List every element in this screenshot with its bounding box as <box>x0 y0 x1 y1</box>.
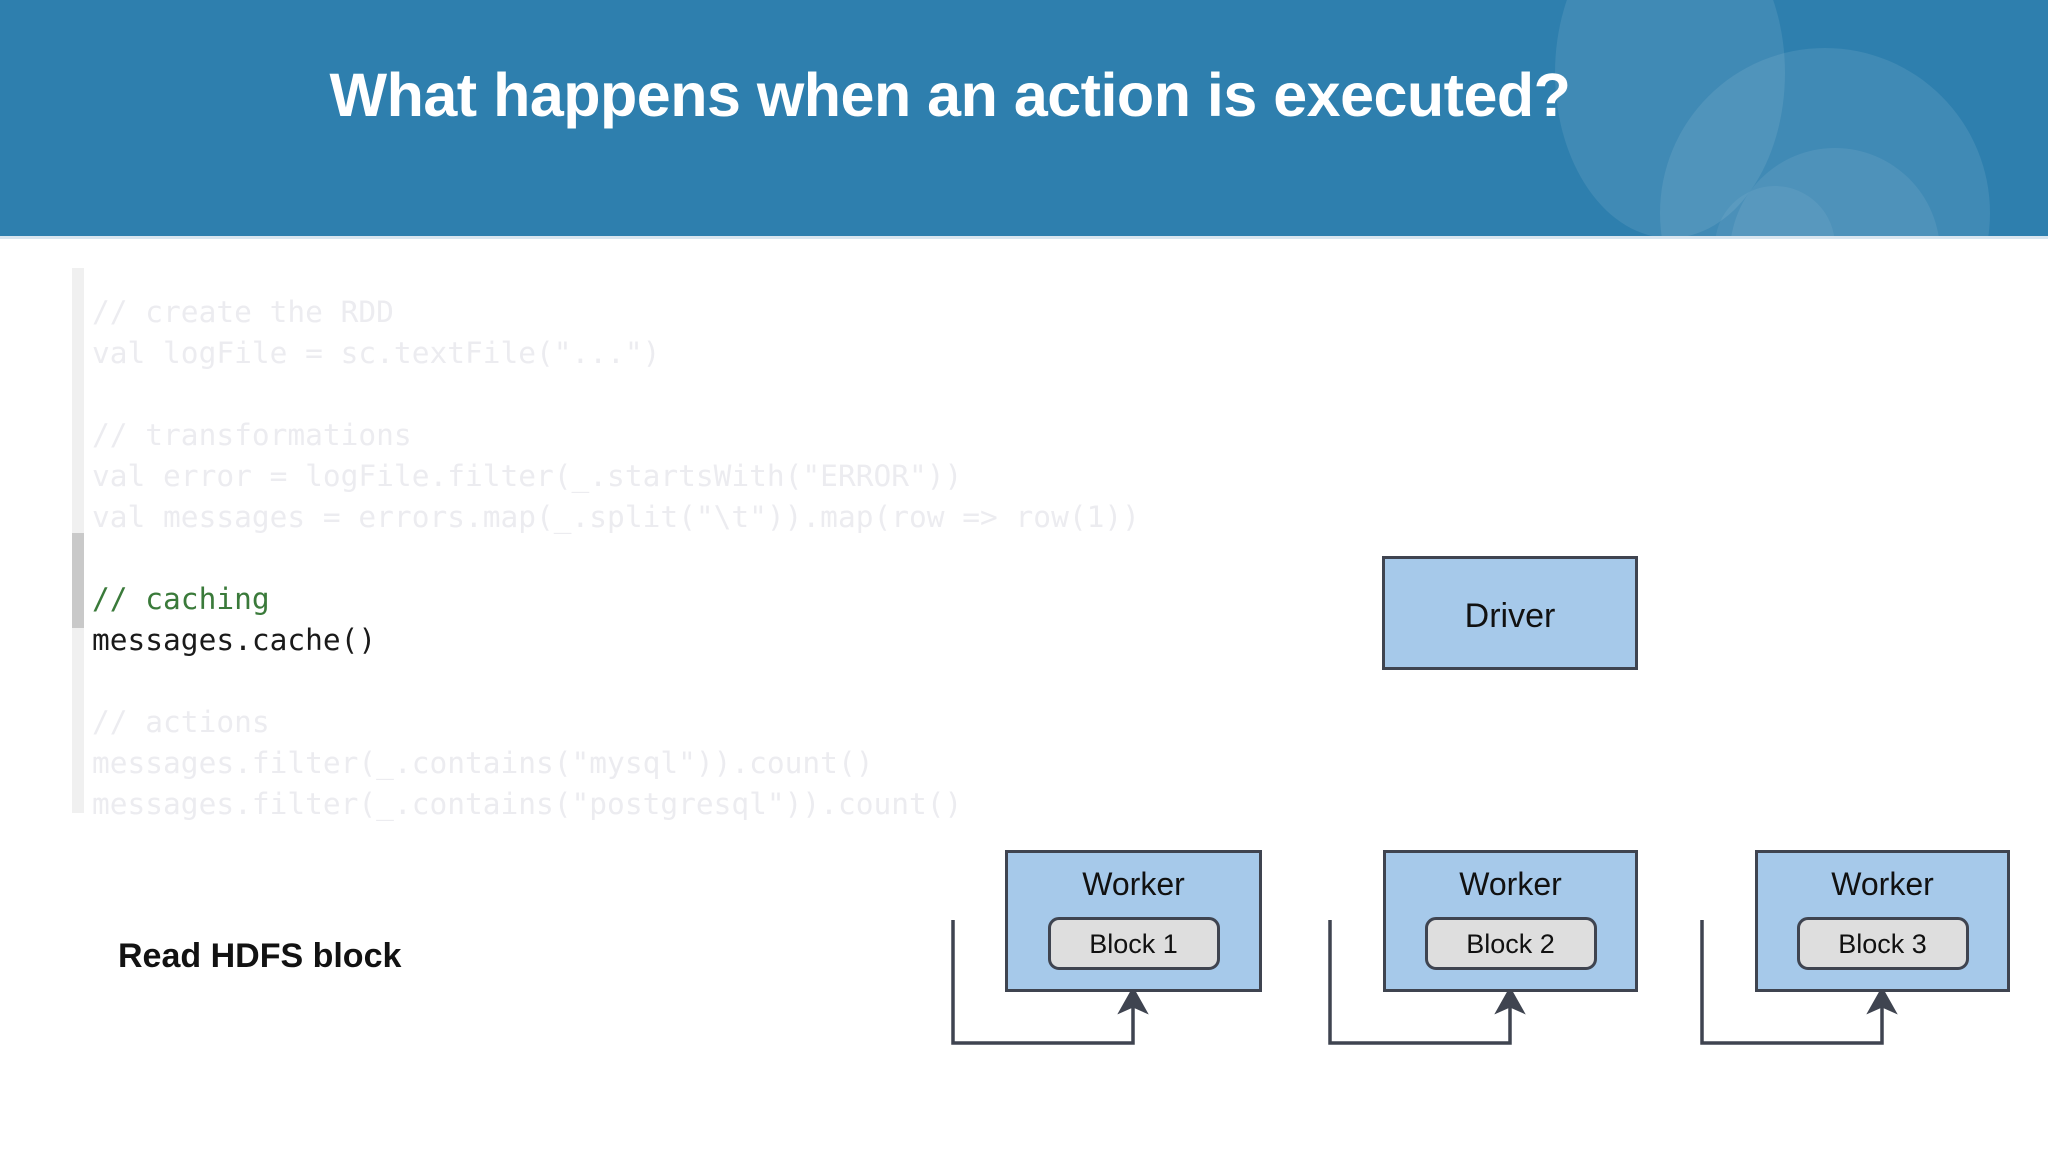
page-title: What happens when an action is executed? <box>329 61 1571 129</box>
code-line: messages.filter(_.contains("postgresql")… <box>92 786 963 821</box>
code-listing: // create the RDD val logFile = sc.textFi… <box>92 292 1140 825</box>
code-rail-highlight <box>72 533 84 628</box>
code-line: // create the RDD <box>92 294 394 329</box>
code-line: val logFile = sc.textFile("...") <box>92 335 661 370</box>
code-line <box>92 661 1140 702</box>
code-line: messages.cache() <box>92 622 377 657</box>
arrow-to-worker-2 <box>1328 920 1526 1045</box>
block-chip-3[interactable]: Block 3 <box>1796 917 1969 970</box>
arrow-to-worker-3 <box>1700 920 1898 1045</box>
block-chip-1[interactable]: Block 1 <box>1047 917 1220 970</box>
read-hdfs-block-annotation: Read HDFS block <box>118 937 402 975</box>
slide-header-band: What happens when an action is executed? <box>0 0 2048 236</box>
driver-node-label: Driver <box>1464 597 1556 635</box>
code-line <box>92 374 1140 415</box>
code-line: // transformations <box>92 417 412 452</box>
arrow-to-worker-1 <box>951 920 1149 1045</box>
block-chip-3-label: Block 3 <box>1838 929 1927 959</box>
decorative-circle-icon <box>1730 148 1940 236</box>
worker-node-1-label: Worker <box>1082 866 1185 902</box>
code-line: messages.filter(_.contains("mysql")).cou… <box>92 745 874 780</box>
block-chip-2-label: Block 2 <box>1466 929 1555 959</box>
decorative-circle-icon <box>1715 186 1835 236</box>
code-panel: // create the RDD val logFile = sc.textFi… <box>72 268 1322 821</box>
worker-node-2-label: Worker <box>1459 866 1562 902</box>
worker-node-3-label: Worker <box>1831 866 1934 902</box>
worker-node-3[interactable]: Worker Block 3 <box>1755 850 2010 992</box>
code-line: val messages = errors.map(_.split("\t"))… <box>92 499 1140 534</box>
worker-node-1[interactable]: Worker Block 1 <box>1005 850 1262 992</box>
code-line: val error = logFile.filter(_.startsWith(… <box>92 458 963 493</box>
code-line: // caching <box>92 581 270 616</box>
worker-node-2[interactable]: Worker Block 2 <box>1383 850 1638 992</box>
code-line <box>92 538 1140 579</box>
header-divider <box>0 236 2048 239</box>
block-chip-2[interactable]: Block 2 <box>1424 917 1597 970</box>
driver-node[interactable]: Driver <box>1382 556 1638 670</box>
block-chip-1-label: Block 1 <box>1089 929 1178 959</box>
code-line: // actions <box>92 704 270 739</box>
